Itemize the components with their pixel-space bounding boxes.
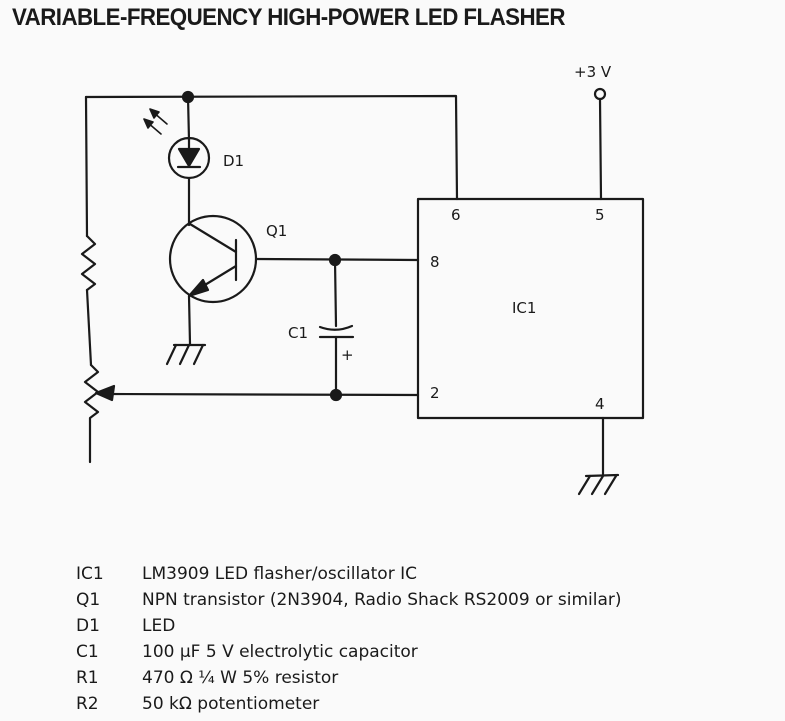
part-desc: NPN transistor (2N3904, Radio Shack RS20… — [142, 590, 622, 610]
parts-list-row: R1 470 Ω ¼ W 5% resistor — [76, 665, 622, 691]
part-ref: IC1 — [76, 564, 104, 584]
wire-left-vertical — [84, 95, 89, 238]
part-desc: LED — [142, 616, 176, 636]
part-ref: R2 — [76, 694, 99, 714]
ground-q1-icon — [165, 343, 207, 366]
ic1-label: IC1 — [512, 299, 536, 317]
circuit-schematic: +3 V D1 Q1 C1 + IC1 6 5 8 2 4 — [80, 63, 645, 496]
pin-2-label: 2 — [430, 384, 440, 402]
wire-led-anode — [186, 95, 191, 142]
parts-list-row: R2 50 kΩ potentiometer — [76, 691, 622, 717]
wiper-wire — [102, 392, 420, 397]
part-desc: 470 Ω ¼ W 5% resistor — [142, 668, 339, 688]
part-desc: LM3909 LED flasher/oscillator IC — [142, 564, 417, 584]
c1-polarity-label: + — [341, 346, 354, 364]
part-desc: 100 µF 5 V electrolytic capacitor — [142, 642, 418, 662]
parts-list-row: Q1 NPN transistor (2N3904, Radio Shack RS… — [76, 587, 622, 613]
capacitor-c1-icon — [318, 324, 355, 339]
part-ref: R1 — [76, 668, 99, 688]
parts-list-row: D1 LED — [76, 613, 622, 639]
wiper-arrow-icon — [94, 384, 116, 402]
led-d1-icon — [167, 136, 211, 180]
pin-4-label: 4 — [595, 395, 605, 413]
d1-label: D1 — [223, 152, 244, 170]
part-ref: C1 — [76, 642, 99, 662]
supply-voltage-label: +3 V — [574, 63, 612, 81]
wire-emitter-ground — [187, 294, 192, 346]
wire-cap-top — [333, 258, 338, 328]
potentiometer-r2 — [83, 363, 100, 464]
wire-supply-pin5 — [598, 97, 603, 201]
wire-top-rail — [84, 94, 459, 201]
part-desc: 50 kΩ potentiometer — [142, 694, 320, 714]
light-emission-icon — [143, 108, 168, 135]
c1-label: C1 — [288, 324, 308, 342]
part-ref: D1 — [76, 616, 100, 636]
pin-8-label: 8 — [430, 253, 440, 271]
junction-bottom — [329, 388, 343, 402]
parts-list-row: IC1 LM3909 LED flasher/oscillator IC — [76, 561, 622, 587]
wire-r1-r2 — [85, 288, 93, 367]
resistor-r1 — [80, 234, 97, 292]
pin-6-label: 6 — [451, 206, 461, 224]
ground-ic-icon — [577, 473, 620, 496]
diagram-title: VARIABLE-FREQUENCY HIGH-POWER LED FLASHE… — [12, 4, 565, 31]
q1-label: Q1 — [266, 222, 287, 240]
parts-list-row: C1 100 µF 5 V electrolytic capacitor — [76, 639, 622, 665]
part-ref: Q1 — [76, 590, 101, 610]
ic1-box — [416, 197, 645, 420]
parts-list: IC1 LM3909 LED flasher/oscillator IC Q1 NP… — [76, 561, 622, 717]
pin-5-label: 5 — [595, 206, 605, 224]
transistor-q1-icon — [168, 214, 258, 304]
supply-terminal-icon — [593, 87, 607, 101]
